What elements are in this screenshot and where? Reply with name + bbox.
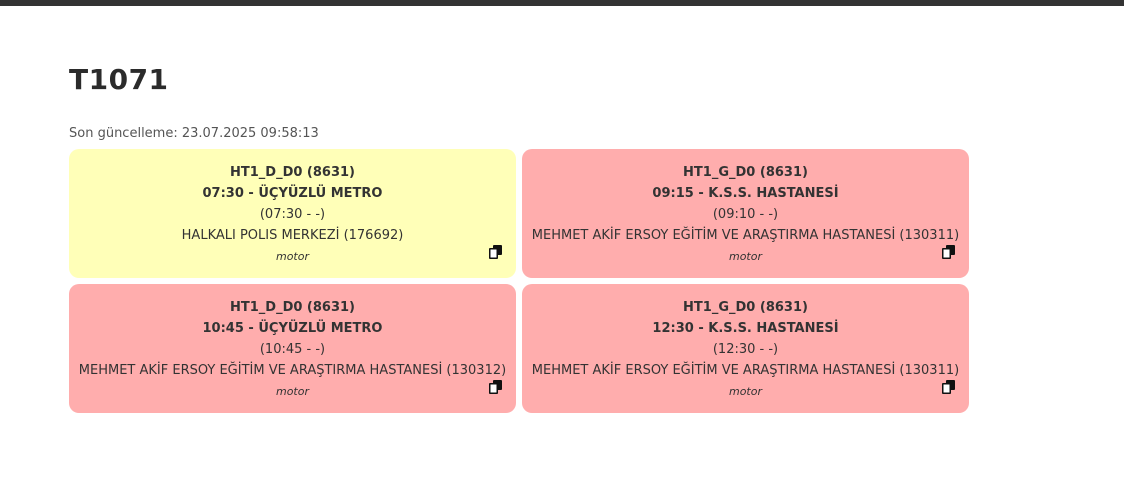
trip-card: HT1_G_D0 (8631) 12:30 - K.S.S. HASTANESİ… — [522, 284, 969, 413]
trip-vehicle-type: motor — [728, 385, 762, 398]
trip-departure: 10:45 - ÜÇYÜZLÜ METRO — [202, 321, 383, 336]
trip-route: HT1_G_D0 (8631) — [683, 300, 808, 315]
trip-route: HT1_D_D0 (8631) — [229, 300, 355, 315]
trip-card: HT1_D_D0 (8631) 10:45 - ÜÇYÜZLÜ METRO (1… — [69, 284, 516, 413]
trip-stop: MEHMET AKİF ERSOY EĞİTİM VE ARAŞTIRMA HA… — [531, 363, 960, 378]
trip-times: (09:10 - -) — [712, 207, 779, 222]
page-title: T1071 — [69, 63, 169, 96]
trip-times: (10:45 - -) — [259, 342, 326, 357]
trip-departure: 09:15 - K.S.S. HASTANESİ — [652, 186, 839, 201]
last-updated-label: Son güncelleme: 23.07.2025 09:58:13 — [69, 126, 319, 141]
copy-icon[interactable] — [942, 380, 955, 394]
trip-card-grid: HT1_D_D0 (8631) 07:30 - ÜÇYÜZLÜ METRO (0… — [69, 149, 1069, 413]
copy-icon[interactable] — [942, 245, 955, 259]
trip-departure: 12:30 - K.S.S. HASTANESİ — [652, 321, 839, 336]
trip-vehicle-type: motor — [728, 250, 762, 263]
trip-stop: MEHMET AKİF ERSOY EĞİTİM VE ARAŞTIRMA HA… — [531, 228, 960, 243]
trip-card: HT1_D_D0 (8631) 07:30 - ÜÇYÜZLÜ METRO (0… — [69, 149, 516, 278]
copy-icon[interactable] — [489, 245, 502, 259]
trip-route: HT1_D_D0 (8631) — [229, 165, 355, 180]
trip-vehicle-type: motor — [275, 385, 309, 398]
trip-departure: 07:30 - ÜÇYÜZLÜ METRO — [202, 186, 383, 201]
copy-icon[interactable] — [489, 380, 502, 394]
trip-times: (12:30 - -) — [712, 342, 779, 357]
trip-stop: HALKALI POLIS MERKEZİ (176692) — [181, 228, 404, 243]
trip-stop: MEHMET AKİF ERSOY EĞİTİM VE ARAŞTIRMA HA… — [78, 363, 507, 378]
page-content: T1071 Son güncelleme: 23.07.2025 09:58:1… — [69, 62, 1069, 413]
trip-card: HT1_G_D0 (8631) 09:15 - K.S.S. HASTANESİ… — [522, 149, 969, 278]
top-bar — [0, 0, 1124, 6]
trip-vehicle-type: motor — [275, 250, 309, 263]
trip-route: HT1_G_D0 (8631) — [683, 165, 808, 180]
trip-times: (07:30 - -) — [259, 207, 326, 222]
